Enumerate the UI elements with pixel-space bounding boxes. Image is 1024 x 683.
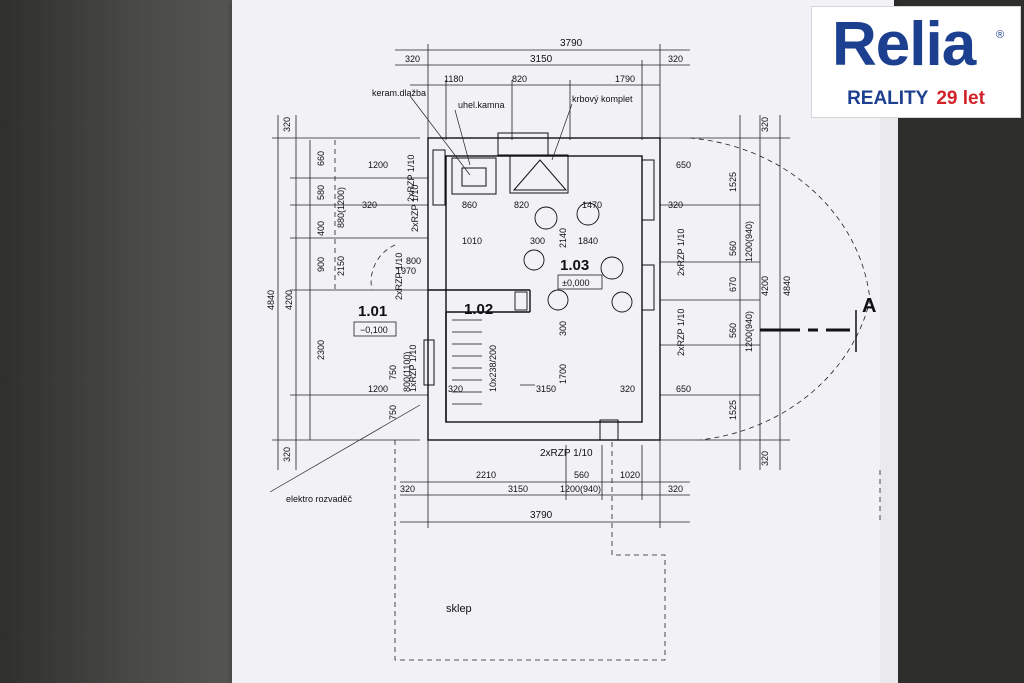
dim-bottom-5: 3150: [508, 484, 528, 494]
dim-left-5: 400: [316, 221, 326, 236]
dim-top-inner: 3150: [530, 54, 553, 65]
section-mark-a: A: [862, 295, 876, 317]
dim-inner-5: 1470: [582, 200, 602, 210]
dim-top-wall-right: 320: [668, 54, 683, 64]
dim-left-3: 580: [316, 185, 326, 200]
rzp-label-6: 1xRZP 1/10: [408, 345, 418, 392]
room-1-01-level: −0,100: [360, 325, 388, 335]
rzp-label-1: 2xRZP 1/10: [410, 185, 420, 232]
dim-top-overall: 3790: [560, 38, 583, 49]
dim-inner-stairs: 10x238/200: [488, 345, 498, 392]
dim-top-seg3: 1790: [615, 74, 635, 84]
dim-inner-4: 820: [514, 200, 529, 210]
dim-inner-9: 300: [530, 236, 545, 246]
paper-edge: [880, 118, 898, 683]
dim-bottom-3: 1020: [620, 470, 640, 480]
dim-inner-6: 650: [676, 160, 691, 170]
dim-left-6: 900: [316, 257, 326, 272]
dim-bottom-6: 1200(940): [560, 484, 601, 494]
logo-registered-mark: ®: [996, 29, 1005, 41]
rzp-label-5: 2xRZP 1/10: [406, 155, 416, 202]
dim-bottom-7: 320: [668, 484, 683, 494]
logo-brand: Relia: [832, 10, 976, 79]
dim-right-9: 320: [760, 451, 770, 466]
dim-left-13: 4840: [266, 290, 276, 310]
dim-left-11: 320: [282, 447, 292, 462]
dim-inner-17: 320: [620, 384, 635, 394]
dim-right-6: 1200(940): [744, 221, 754, 262]
dim-inner-10: 1840: [578, 236, 598, 246]
background-left: [0, 0, 240, 683]
dim-bottom-1: 2210: [476, 470, 496, 480]
dim-left-9: 750: [388, 365, 398, 380]
dim-inner-11: 800: [406, 256, 421, 266]
rzp-label-3: 2xRZP 1/10: [676, 229, 686, 276]
dim-inner-13: 2140: [558, 228, 568, 248]
dim-inner-1: 1200: [368, 160, 388, 170]
room-1-02: 1.02: [464, 301, 493, 318]
dim-right-5: 560: [728, 323, 738, 338]
dim-top-seg1: 1180: [444, 74, 463, 84]
dim-left-1: 320: [282, 117, 292, 132]
dim-right-1: 320: [760, 117, 770, 132]
dim-bottom-overall: 3790: [530, 510, 553, 521]
label-fireplace: krbový komplet: [572, 94, 633, 104]
dim-left-8: 2300: [316, 340, 326, 360]
dim-inner-19: 300: [558, 321, 568, 336]
dim-inner-18: 650: [676, 384, 691, 394]
room-1-01: 1.01: [358, 303, 387, 320]
relia-logo: Relia ® REALITY 29 let: [811, 6, 1021, 118]
dim-left-4: 880(1200): [336, 187, 346, 228]
dim-inner-15: 320: [448, 384, 463, 394]
label-cellar: sklep: [446, 603, 472, 615]
dim-bottom-2: 560: [574, 470, 589, 480]
dim-top-wall-left: 320: [405, 54, 420, 64]
logo-reality: REALITY: [847, 88, 929, 109]
dim-right-10: 4200: [760, 276, 770, 296]
dim-right-7: 1200(940): [744, 311, 754, 352]
dim-left-2: 660: [316, 151, 326, 166]
dim-inner-20: 1700: [558, 364, 568, 384]
dim-left-12: 4200: [284, 290, 294, 310]
dim-inner-door: 800(1100): [402, 352, 412, 392]
dim-inner-16: 3150: [536, 384, 556, 394]
logo-subtitle: REALITY 29 let: [812, 87, 1020, 111]
dim-inner-12: 1970: [396, 266, 416, 276]
label-ceramic-tiles: keram.dlažba: [372, 88, 426, 98]
rzp-label-2: 2xRZP 1/10: [394, 253, 404, 300]
logo-years: 29 let: [936, 88, 985, 109]
rzp-label-7: 2xRZP 1/10: [540, 448, 593, 459]
dim-inner-14: 1200: [368, 384, 388, 394]
label-electrical-panel: elektro rozvaděč: [286, 494, 353, 504]
room-1-03-level: ±0,000: [562, 278, 589, 288]
dim-inner-7: 320: [668, 200, 683, 210]
dim-bottom-4: 320: [400, 484, 415, 494]
dim-left-10: 750: [388, 405, 398, 420]
rzp-label-4: 2xRZP 1/10: [676, 309, 686, 356]
room-1-03: 1.03: [560, 257, 589, 274]
dim-right-8: 1525: [728, 400, 738, 420]
dim-inner-2: 320: [362, 200, 377, 210]
dim-right-2: 1525: [728, 172, 738, 192]
dim-right-3: 560: [728, 241, 738, 256]
floor-plan-paper: [232, 0, 894, 683]
label-corner-stove: uhel.kamna: [458, 100, 505, 110]
dim-top-seg2: 820: [512, 74, 527, 84]
dim-inner-8: 1010: [462, 236, 482, 246]
dim-inner-3: 860: [462, 200, 477, 210]
dim-left-7: 2150: [336, 256, 346, 276]
dim-right-4: 670: [728, 277, 738, 292]
dim-right-11: 4840: [782, 276, 792, 296]
